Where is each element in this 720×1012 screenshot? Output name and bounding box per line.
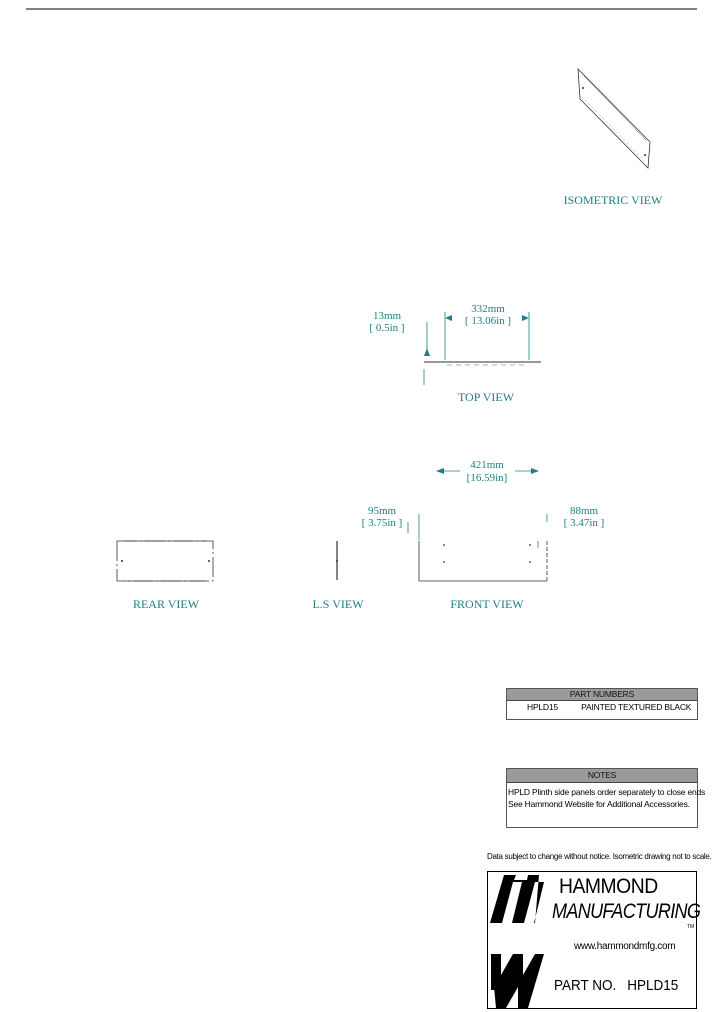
front-view-label: FRONT VIEW (450, 597, 524, 611)
top-depth-mm: 13mm (373, 310, 402, 322)
part-number-label: PART NO. (554, 977, 617, 994)
company-name-line1: HAMMOND (559, 875, 658, 898)
trademark: TM (687, 924, 695, 930)
front-width-in: [16.59in] (467, 472, 508, 484)
rear-view-label: REAR VIEW (133, 597, 200, 611)
website: www.hammondmfg.com (574, 941, 676, 952)
part-numbers-table: PART NUMBERS HPLD15 PAINTED TEXTURED BLA… (506, 688, 698, 720)
front-view (407, 514, 548, 582)
isometric-view-label: ISOMETRIC VIEW (564, 193, 663, 207)
title-block: HAMMOND MANUFACTURING TM www.hammondmfg.… (487, 871, 701, 1009)
hammond-logo (490, 875, 544, 1008)
rear-view (116, 540, 214, 582)
top-width-in: [ 13.06in ] (465, 315, 511, 327)
part-number-line: PART NO. HPLD15 (554, 977, 678, 994)
part-numbers-header: PART NUMBERS (507, 689, 697, 701)
part-cell: HPLD15 (527, 702, 558, 712)
front-width-mm: 421mm (470, 459, 504, 471)
front-width-dimension (436, 468, 539, 474)
description-cell: PAINTED TEXTURED BLACK (581, 702, 692, 712)
ls-view (336, 541, 338, 580)
front-right-mm: 88mm (570, 505, 599, 517)
notes-header: NOTES (507, 769, 697, 783)
part-number-value: HPLD15 (627, 977, 679, 994)
disclaimer: Data subject to change without notice. I… (487, 852, 712, 861)
notes-table: NOTES HPLD Plinth side panels order sepa… (506, 768, 706, 828)
top-view (423, 312, 541, 385)
top-view-label: TOP VIEW (458, 390, 515, 404)
top-depth-in: [ 0.5in ] (369, 322, 404, 334)
note-line: See Hammond Website for Additional Acces… (508, 799, 690, 809)
isometric-view (577, 67, 651, 169)
front-right-in: [ 3.47in ] (564, 517, 605, 529)
top-width-mm: 332mm (471, 303, 505, 315)
table-row: HPLD15 PAINTED TEXTURED BLACK (507, 701, 697, 713)
ls-view-label: L.S VIEW (312, 597, 364, 611)
company-name-line2: MANUFACTURING (552, 900, 701, 923)
front-left-in: [ 3.75in ] (362, 517, 403, 529)
note-line: HPLD Plinth side panels order separately… (508, 787, 706, 797)
front-left-mm: 95mm (368, 505, 397, 517)
